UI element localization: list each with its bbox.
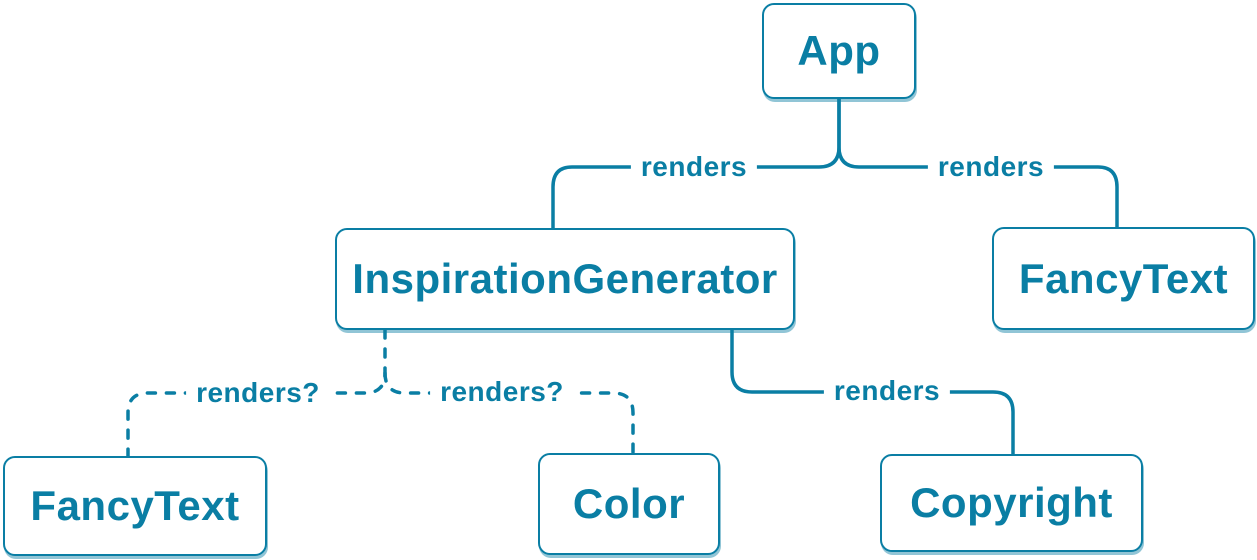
- edge-label-inspirationgenerator-copyright: renders: [823, 377, 951, 405]
- node-color: Color: [538, 453, 720, 555]
- node-copyright: Copyright: [880, 454, 1143, 552]
- edge-label-inspirationgenerator-fancytext-bottom: renders?: [186, 379, 330, 407]
- node-inspiration-generator: InspirationGenerator: [335, 228, 795, 330]
- node-fancy-text-bottom: FancyText: [3, 456, 267, 556]
- edge-label-inspirationgenerator-color: renders?: [430, 378, 574, 406]
- node-fancy-text-top: FancyText: [992, 227, 1255, 330]
- edge-label-app-fancytext-top: renders: [927, 153, 1055, 181]
- edge-inspirationgenerator-to-color: [383, 371, 635, 455]
- node-app: App: [762, 3, 916, 99]
- edge-label-app-inspirationgenerator: renders: [630, 153, 758, 181]
